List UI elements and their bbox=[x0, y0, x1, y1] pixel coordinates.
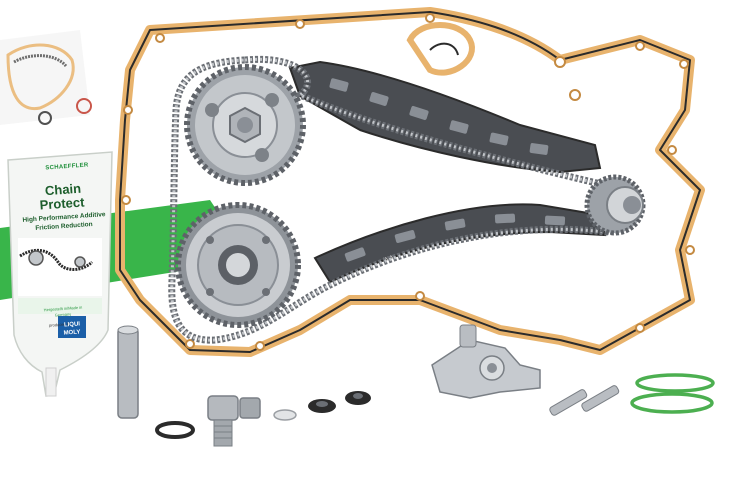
thumbnail-inset bbox=[0, 30, 92, 125]
oil-drain-plug bbox=[207, 395, 239, 447]
dowel-pin-1 bbox=[549, 389, 588, 416]
chain-tensioner bbox=[431, 324, 541, 399]
chain-protect-tube bbox=[7, 151, 113, 397]
camshaft-sprocket-upper bbox=[184, 64, 306, 186]
gasket-bolt-holes bbox=[121, 13, 695, 351]
camshaft-adjuster-lower bbox=[175, 202, 301, 328]
tensioner-rail bbox=[313, 203, 607, 284]
dowel-pin-2 bbox=[581, 385, 620, 412]
crankshaft-sprocket bbox=[584, 174, 646, 236]
washer bbox=[273, 409, 297, 421]
sleeve-pin bbox=[117, 325, 139, 419]
green-o-ring-2 bbox=[630, 392, 714, 414]
upper-chain-guide bbox=[288, 60, 602, 174]
o-ring-black bbox=[155, 421, 195, 439]
green-o-ring-1 bbox=[635, 373, 715, 393]
